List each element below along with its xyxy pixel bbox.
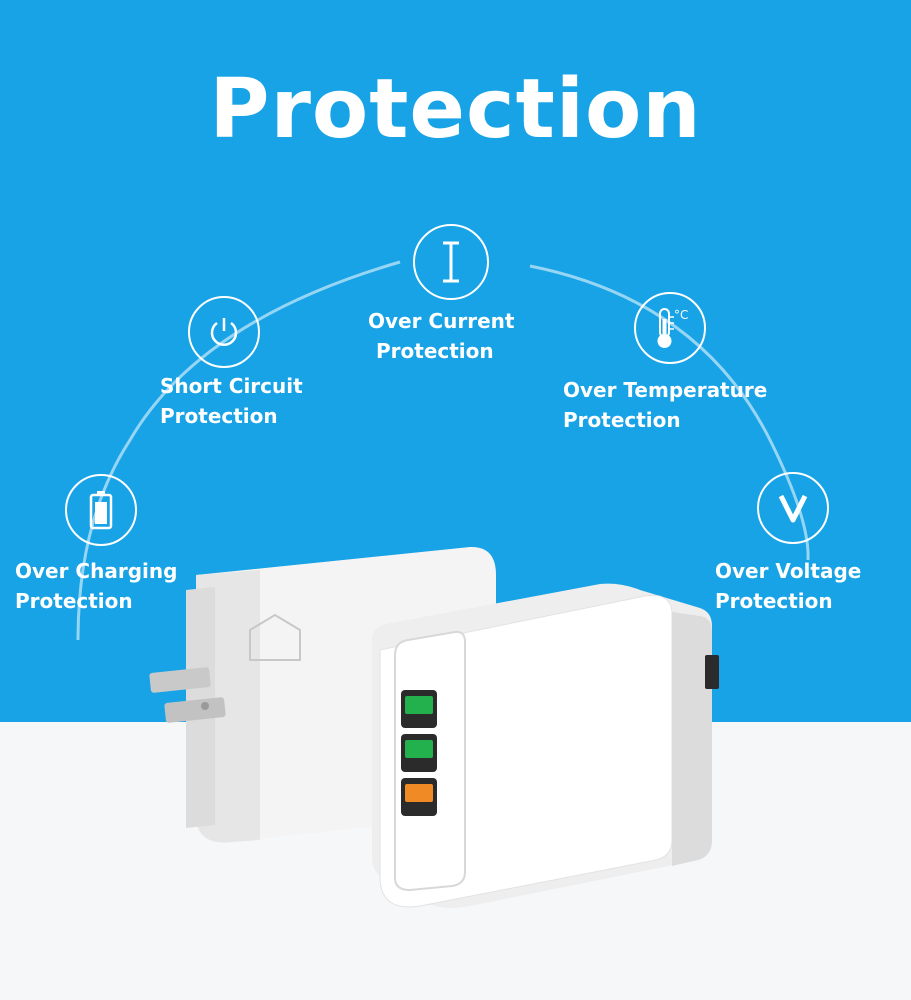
feature-title: Over Voltage [715,559,862,583]
feature-subtitle: Protection [376,339,494,363]
feature-subtitle: Protection [563,408,681,432]
feature-subtitle: Protection [160,404,278,428]
charger-front [372,583,719,908]
over-charging-label: Over Charging Protection [15,556,177,616]
power-icon [188,296,260,368]
over-voltage-label: Over Voltage Protection [715,556,861,616]
current-i-icon [413,224,489,300]
feature-subtitle: Protection [15,589,133,613]
feature-title: Over Current [368,309,515,333]
feature-title: Over Charging [15,559,178,583]
feature-subtitle: Protection [715,589,833,613]
battery-icon [65,474,137,546]
thermometer-icon: °C [634,292,706,364]
feature-title: Short Circuit [160,374,303,398]
over-temperature-label: Over Temperature Protection [563,375,767,435]
voltage-v-icon [757,472,829,544]
headline: Protection [209,62,702,157]
short-circuit-label: Short Circuit Protection [160,371,303,431]
over-current-label: Over Current Protection [368,306,514,366]
svg-text:°C: °C [674,308,688,322]
feature-title: Over Temperature [563,378,768,402]
